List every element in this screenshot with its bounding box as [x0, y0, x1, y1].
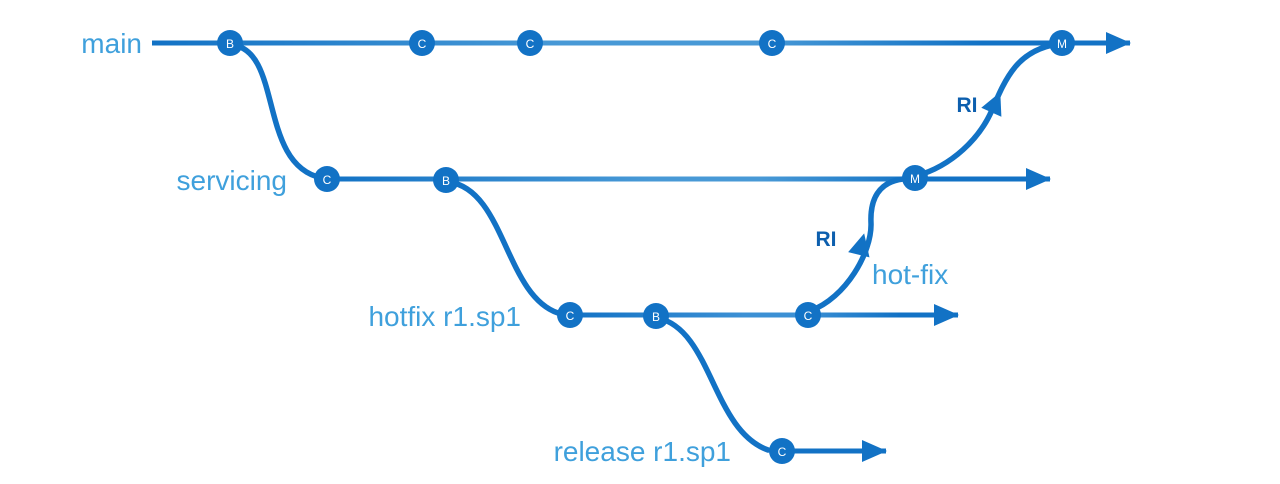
merge-node [902, 165, 928, 191]
node-letter: C [804, 309, 813, 323]
commit-node [517, 30, 543, 56]
branch-node [217, 30, 243, 56]
branch-curve-hotfix-to-release [655, 315, 771, 453]
node-letter: C [526, 37, 535, 51]
node-letter: B [226, 37, 234, 51]
branch-curve-servicing-to-hotfix [446, 179, 561, 316]
branch-label-release: release r1.sp1 [554, 436, 731, 467]
ri-label-to-main: RI [957, 94, 978, 117]
commit-node [759, 30, 785, 56]
branch-node [433, 167, 459, 193]
node-letter: C [566, 309, 575, 323]
branch-label-main: main [81, 28, 142, 59]
branch-curve-main-to-servicing [230, 42, 325, 181]
release-branch-nodes: C [769, 438, 795, 464]
ri-arrowhead-to-main-icon [981, 92, 1002, 117]
node-letter: B [442, 174, 450, 188]
ri-label-to-servicing: RI [816, 228, 837, 251]
branch-label-hotfix: hotfix r1.sp1 [368, 301, 521, 332]
commit-node [795, 302, 821, 328]
node-letter: M [1057, 37, 1067, 51]
node-letter: C [778, 445, 787, 459]
servicing-branch-nodes: C B M [314, 165, 928, 193]
node-letter: C [418, 37, 427, 51]
branch-label-servicing: servicing [177, 165, 287, 196]
commit-node [314, 166, 340, 192]
node-letter: C [323, 173, 332, 187]
node-letter: M [910, 172, 920, 186]
commit-node [409, 30, 435, 56]
merge-node [1049, 30, 1075, 56]
ri-curve-hotfix-to-servicing [807, 176, 906, 314]
node-letter: B [652, 310, 660, 324]
main-branch-nodes: B C C C M [217, 30, 1075, 56]
commit-node [557, 302, 583, 328]
node-letter: C [768, 37, 777, 51]
hotfix-note-label: hot-fix [872, 259, 948, 290]
commit-node [769, 438, 795, 464]
branch-node [643, 303, 669, 329]
ri-arrowhead-to-servicing-icon [848, 233, 870, 258]
hotfix-branch-nodes: C B C [557, 302, 821, 329]
